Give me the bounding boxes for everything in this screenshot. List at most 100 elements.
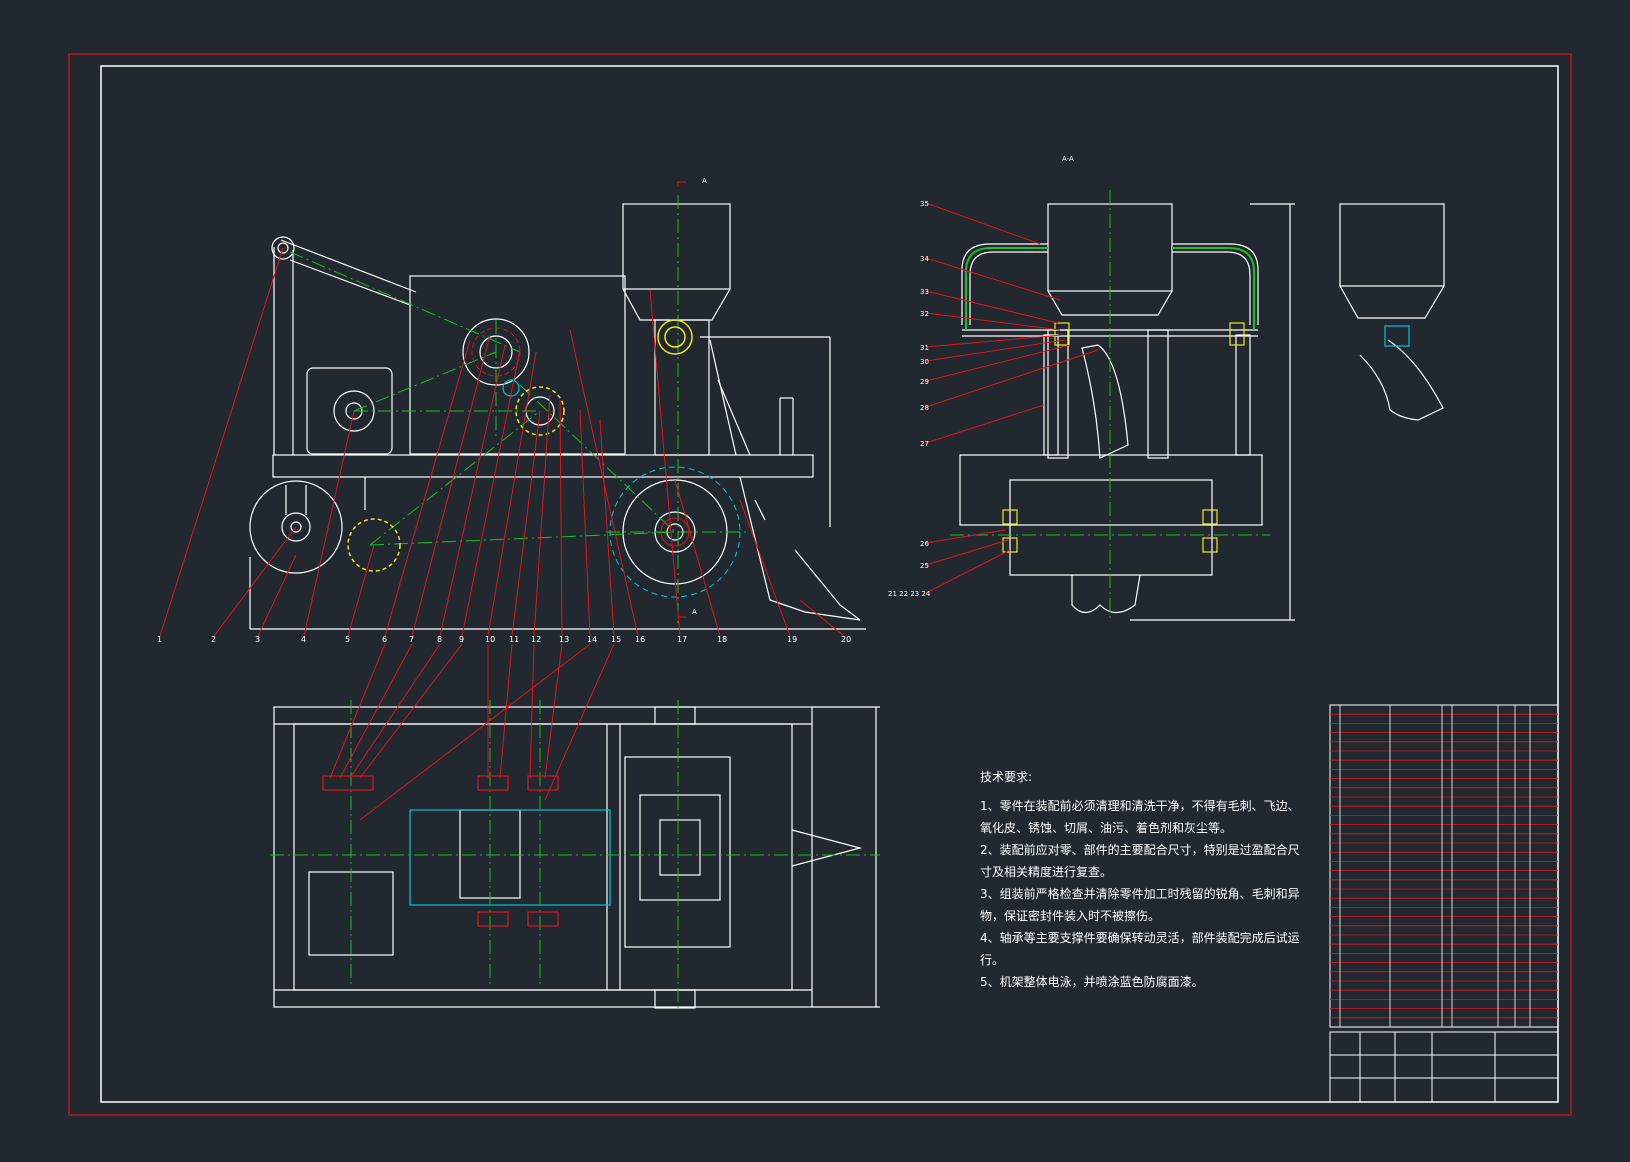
- balloon-label: 15: [611, 635, 621, 644]
- balloon-label: 1: [157, 635, 162, 644]
- balloon-label: 28: [920, 404, 929, 412]
- leader-line: [674, 479, 721, 637]
- top-red-parts: [322, 775, 559, 927]
- leader-line: [544, 643, 563, 779]
- leader-line: [925, 404, 1045, 444]
- sprocket-lower: [347, 518, 401, 572]
- balloon-label: 6: [382, 635, 387, 644]
- top-leaders: [329, 643, 615, 821]
- leader-line: [303, 410, 355, 637]
- balloon-label: 13: [559, 635, 569, 644]
- front-centerlines: [289, 195, 750, 625]
- leader-line: [649, 289, 681, 637]
- section-marker-bottom: A: [692, 608, 697, 616]
- leader-line: [349, 643, 441, 779]
- balloon-label: 30: [920, 358, 929, 366]
- notes-title: 技术要求:: [980, 770, 1033, 784]
- leader-line: [599, 419, 615, 637]
- leader-line: [159, 247, 284, 637]
- section-title: A-A: [1062, 155, 1074, 163]
- leader-line: [347, 544, 375, 637]
- balloon-label: 3: [255, 635, 260, 644]
- leader-line: [544, 643, 615, 801]
- leader-line: [411, 334, 491, 637]
- leader-line: [511, 410, 541, 637]
- leader-line: [925, 339, 1066, 362]
- leader-line: [925, 539, 1009, 566]
- leader-line: [559, 399, 563, 637]
- balloon-label: 14: [587, 635, 597, 644]
- leader-line: [569, 329, 639, 637]
- leader-line: [487, 351, 537, 637]
- leader-line: [359, 643, 591, 821]
- leader-line: [384, 339, 471, 637]
- balloon-label: 8: [437, 635, 442, 644]
- note-1: 1、零件在装配前必须清理和清洗干净，不得有毛刺、飞边、氧化皮、锈蚀、切屑、油污、…: [980, 799, 1300, 835]
- title-block: [1329, 1031, 1559, 1103]
- front-red-details: [471, 181, 690, 618]
- leader-line: [925, 344, 1071, 382]
- leader-line: [213, 526, 297, 637]
- leader-line: [257, 554, 297, 637]
- balloon-label: 29: [920, 378, 929, 386]
- balloon-label: 16: [635, 635, 645, 644]
- balloon-label: 25: [920, 562, 929, 570]
- bom-table: [1329, 704, 1559, 1028]
- leader-line: [925, 334, 1063, 348]
- leader-line: [925, 257, 1061, 301]
- leader-line: [529, 643, 535, 779]
- leader-line: [499, 643, 513, 779]
- leader-line: [461, 349, 521, 637]
- bom-frame: [1329, 704, 1559, 1028]
- note-2: 2、装配前应对零、部件的主要配合尺寸，特别是过盈配合尺寸及相关精度进行复查。: [980, 843, 1300, 879]
- balloon-label: 17: [677, 635, 687, 644]
- leader-line: [925, 529, 1006, 544]
- leader-line: [359, 643, 463, 779]
- balloon-label: 11: [509, 635, 519, 644]
- top-cyan: [409, 809, 611, 906]
- note-5: 5、机架整体电泳，并喷涂蓝色防腐面漆。: [980, 975, 1204, 989]
- leader-line: [925, 290, 1059, 324]
- leader-line: [579, 409, 591, 637]
- balloon-label: 26: [920, 540, 929, 548]
- leader-line: [925, 202, 1041, 245]
- balloon-label: 5: [345, 635, 350, 644]
- balloon-label: 33: [920, 288, 929, 296]
- leader-line: [439, 344, 506, 637]
- section-leaders: [925, 202, 1099, 594]
- balloon-label: 32: [920, 310, 929, 318]
- front-cyan-details: [609, 466, 741, 598]
- balloon-label: 34: [920, 255, 929, 263]
- balloon-label: 7: [409, 635, 414, 644]
- leader-line: [339, 643, 413, 779]
- top-green: [270, 700, 880, 1010]
- balloon-label: 9: [459, 635, 464, 644]
- balloon-label: 4: [301, 635, 306, 644]
- front-view: [249, 203, 866, 630]
- balloon-label: 21 22 23 24: [888, 590, 931, 598]
- inner-border: [100, 65, 1559, 1103]
- side-view: [1339, 203, 1445, 421]
- note-3: 3、组装前严格检查并清除零件加工时残留的锐角、毛刺和异物，保证密封件装入时不被擦…: [980, 887, 1300, 923]
- technical-requirements: 技术要求: 1、零件在装配前必须清理和清洗干净，不得有毛刺、飞边、氧化皮、锈蚀、…: [980, 768, 1310, 993]
- top-view: [273, 706, 880, 1009]
- leader-line: [533, 394, 551, 637]
- leader-line: [799, 599, 845, 637]
- balloon-label: 19: [787, 635, 797, 644]
- leader-line: [739, 499, 791, 637]
- front-leaders: [159, 247, 845, 637]
- sprockets: [347, 319, 693, 572]
- balloon-label: 31: [920, 344, 929, 352]
- leader-line: [925, 312, 1061, 331]
- section-marker-top: A: [702, 177, 707, 185]
- balloon-label: 20: [841, 635, 851, 644]
- section-view: [959, 203, 1295, 621]
- leader-line: [925, 349, 1099, 408]
- balloon-label: 35: [920, 200, 929, 208]
- balloon-label: 18: [717, 635, 727, 644]
- section-bearings: [1002, 322, 1245, 553]
